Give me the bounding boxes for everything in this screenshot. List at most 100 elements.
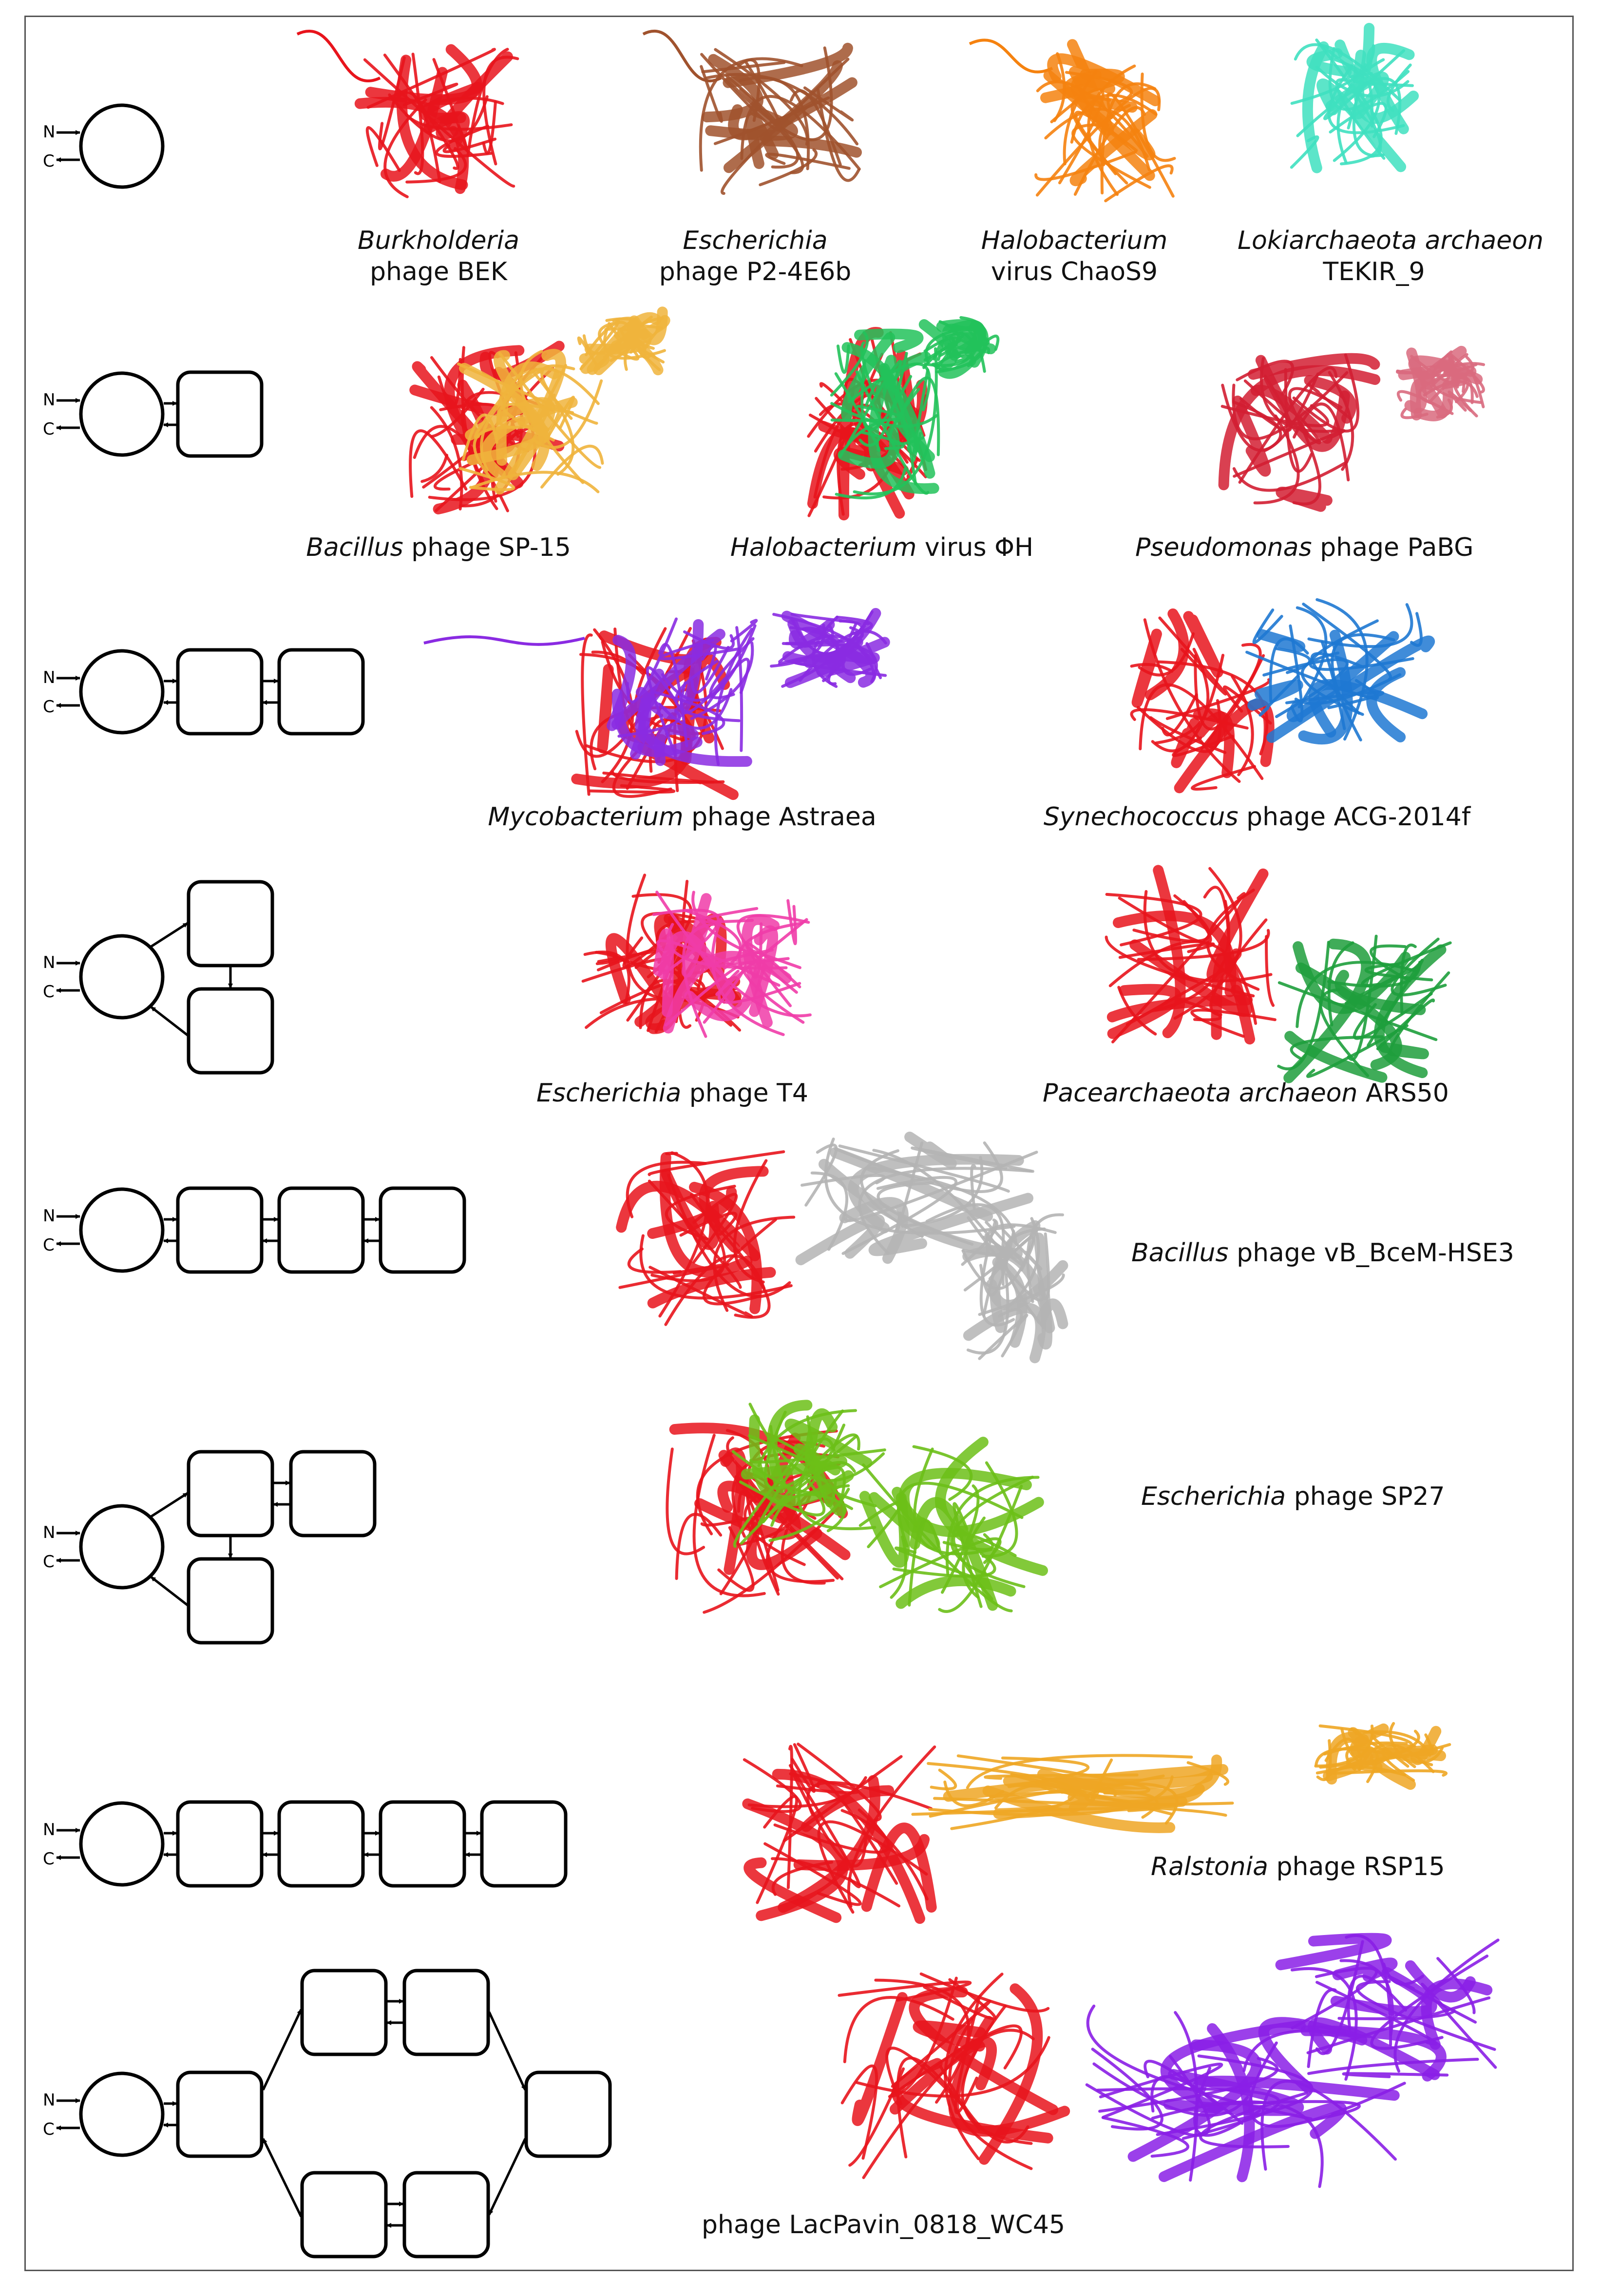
c-terminus-label: C (43, 1235, 55, 1255)
extra-domain (1245, 598, 1435, 745)
structure-ralstonia-rsp15 (742, 1743, 937, 1924)
extra-domain (858, 1437, 1048, 1613)
circle-domain (79, 649, 165, 735)
label-bacillus-sp15: Bacillus phage SP-15 (306, 533, 571, 562)
circle-domain (79, 2071, 165, 2157)
square-domain (379, 1186, 466, 1274)
square-domain (176, 1186, 264, 1274)
n-helix (296, 29, 381, 83)
c-terminus-label: C (43, 152, 55, 171)
branch-arrow (488, 2138, 527, 2216)
n-terminus-label: N (43, 390, 55, 410)
square-domain (300, 1969, 388, 2056)
branch-arrow (150, 1492, 189, 1518)
c-terminus-label: C (43, 697, 55, 717)
structure-bacillus-hse3 (616, 1150, 796, 1326)
circle-domain (79, 103, 165, 189)
label-synechococcus-acg: Synechococcus phage ACG-2014f (1043, 802, 1471, 832)
n-terminus-label: N (43, 122, 55, 142)
extra-domain (770, 607, 890, 688)
extra-domain (1314, 1722, 1451, 1790)
extra-domain (795, 1131, 1038, 1266)
structure-pseudomonas-pabg (1218, 353, 1381, 512)
c-terminus-label: C (43, 1552, 55, 1572)
c-terminus-label: C (43, 419, 55, 439)
extra-domain (1085, 2004, 1406, 2188)
c-terminus-label: C (43, 2120, 55, 2139)
branch-arrow (262, 2009, 303, 2091)
figure-frame (24, 16, 1574, 2271)
structure-halobacterium-phih-overlay (830, 328, 940, 500)
structure-lokiarchaeota (1290, 22, 1419, 173)
structure-synechococcus-acg (1130, 608, 1275, 794)
square-domain (289, 1450, 377, 1537)
branch-arrow (488, 2011, 527, 2091)
extra-domain (918, 316, 1000, 379)
square-domain (379, 1800, 466, 1888)
square-domain (176, 648, 264, 736)
label-pseudomonas-pabg: Pseudomonas phage PaBG (1135, 533, 1474, 562)
structure-halobacterium-chaos9 (1034, 39, 1176, 203)
label-mycobacterium-astraea: Mycobacterium phage Astraea (488, 802, 877, 832)
square-domain (402, 2171, 490, 2258)
square-domain (480, 1800, 568, 1888)
square-domain (176, 1800, 264, 1888)
n-tail (423, 635, 585, 646)
extra-domain (1277, 934, 1452, 1083)
label-ralstonia-rsp15: Ralstonia phage RSP15 (1151, 1852, 1445, 1881)
circle-domain (79, 1801, 165, 1887)
c-terminus-label: C (43, 982, 55, 1002)
structure-burkholderia-bek (354, 44, 519, 198)
label-pacearchaeota-ars50: Pacearchaeota archaeon ARS50 (1043, 1079, 1449, 1108)
extra-domain (1396, 345, 1486, 421)
square-domain (187, 1557, 274, 1645)
circle-domain (79, 1187, 165, 1273)
extra-domain (577, 306, 670, 376)
branch-arrow (150, 1576, 189, 1606)
square-domain (277, 1186, 365, 1274)
square-domain (176, 370, 264, 458)
square-domain (277, 648, 365, 736)
label-escherichia-t4: Escherichia phage T4 (536, 1079, 808, 1108)
branch-arrow (150, 1006, 189, 1036)
structure-lacpavin (838, 1972, 1070, 2179)
extra-domain (1275, 1933, 1500, 2082)
square-domain (300, 2171, 388, 2258)
square-domain (187, 1450, 274, 1537)
branch-arrow (262, 2138, 303, 2218)
label-halobacterium-phih: Halobacterium virus ΦH (730, 533, 1034, 562)
n-helix (969, 38, 1053, 74)
n-terminus-label: N (43, 1820, 55, 1840)
n-terminus-label: N (43, 1206, 55, 1226)
structure-bacillus-sp15-overlay (457, 349, 604, 495)
n-terminus-label: N (43, 953, 55, 972)
branch-arrow (150, 922, 189, 948)
structure-pacearchaeota-ars50 (1105, 865, 1277, 1044)
square-domain (187, 987, 274, 1075)
square-domain (176, 2070, 264, 2158)
extra-domain (961, 1213, 1068, 1364)
c-terminus-label: C (43, 1849, 55, 1869)
square-domain (524, 2070, 612, 2158)
label-bacillus-hse3: Bacillus phage vB_BceM-HSE3 (1131, 1238, 1514, 1268)
square-domain (187, 880, 274, 968)
n-terminus-label: N (43, 2090, 55, 2110)
circle-domain (79, 1504, 165, 1590)
structure-escherichia-p2 (699, 42, 862, 195)
extra-domain (911, 1754, 1234, 1833)
square-domain (277, 1800, 365, 1888)
n-helix (642, 29, 722, 83)
structure-sp27-overlay (731, 1400, 886, 1548)
n-terminus-label: N (43, 1523, 55, 1542)
label-lacpavin: phage LacPavin_0818_WC45 (702, 2210, 1066, 2239)
n-terminus-label: N (43, 668, 55, 687)
extra-domain (652, 891, 812, 1038)
circle-domain (79, 934, 165, 1020)
structure-astraea-overlay (606, 617, 758, 767)
